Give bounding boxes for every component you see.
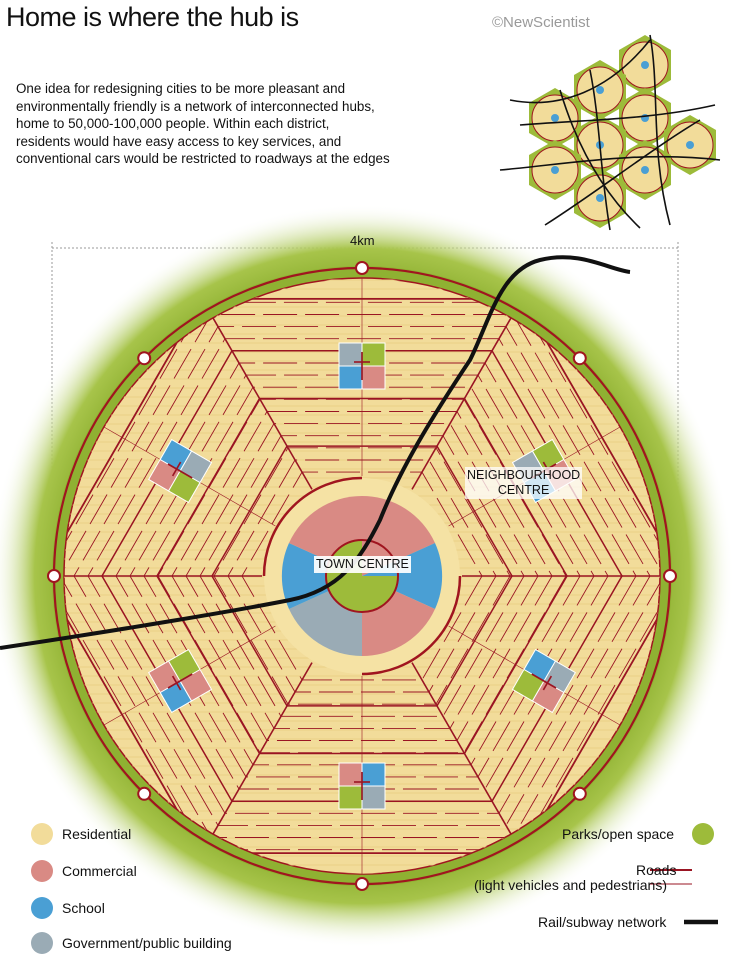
radial-road <box>211 662 313 837</box>
neighbourhood-centre <box>338 342 386 390</box>
town-centre <box>281 495 443 657</box>
gateway-node <box>137 786 152 801</box>
intro-line: environmentally friendly is a network of… <box>16 98 375 114</box>
neighbourhood-label-line: NEIGHBOURHOOD <box>467 468 581 482</box>
radial-road <box>411 315 513 490</box>
mini-hub-centre <box>641 166 649 174</box>
radial-road <box>211 315 313 490</box>
radial-road <box>411 662 513 837</box>
rail-line <box>0 255 631 650</box>
commercial-swatch <box>31 860 53 882</box>
gateway-node <box>47 569 61 583</box>
intro-text: One idea for redesigning cities to be mo… <box>16 80 446 168</box>
town-school-sector <box>362 543 443 609</box>
roads-legend-label: Roads <box>636 862 677 878</box>
mini-hub-centre <box>641 61 649 69</box>
parks-swatch <box>692 823 714 845</box>
intro-line: home to 50,000-100,000 people. Within ea… <box>16 116 330 132</box>
residential-swatch <box>31 823 53 845</box>
town-park-sector <box>362 576 398 612</box>
mini-hub-centre <box>551 166 559 174</box>
gateway-node <box>137 351 152 366</box>
mini-hub-centre <box>596 86 604 94</box>
scale-label: 4km <box>350 233 375 248</box>
town-centre-label: TOWN CENTRE <box>314 556 411 573</box>
neighbourhood-centre <box>147 648 213 714</box>
town-school-sector <box>281 543 362 609</box>
neighbourhood-block <box>361 785 386 810</box>
gateway-node <box>355 877 369 891</box>
rail-legend-label: Rail/subway network <box>538 914 667 930</box>
mini-network-map <box>499 34 721 231</box>
intro-line: residents would have easy access to key … <box>16 133 342 149</box>
gateway-node <box>572 351 587 366</box>
government-swatch <box>31 932 53 954</box>
intro-line: conventional cars would be restricted to… <box>16 151 390 167</box>
neighbourhood-centre <box>511 648 577 714</box>
neighbourhood-label-line: CENTRE <box>497 483 550 497</box>
mini-hub-centre <box>551 114 559 122</box>
parks-legend-label: Parks/open space <box>562 826 675 842</box>
school-swatch <box>31 897 53 919</box>
commercial-legend-label: Commercial <box>62 863 137 879</box>
neighbourhood-centre-label: NEIGHBOURHOOD CENTRE <box>465 467 583 499</box>
roads-legend-sublabel: (light vehicles and pedestrians) <box>474 877 667 893</box>
town-park-sector <box>326 576 362 612</box>
gateway-node <box>663 569 677 583</box>
neighbourhood-block <box>361 365 386 390</box>
neighbourhood-block <box>338 785 363 810</box>
mini-hub-centre <box>686 141 694 149</box>
neighbourhood-block <box>338 365 363 390</box>
school-legend-label: School <box>62 900 105 916</box>
mini-hub-centre <box>596 194 604 202</box>
intro-line: One idea for redesigning cities to be mo… <box>16 81 346 96</box>
page-title: Home is where the hub is <box>6 2 299 32</box>
government-legend-label: Government/public building <box>62 935 232 951</box>
gateway-node <box>355 261 369 275</box>
credit-logo: ©NewScientist <box>492 14 590 31</box>
gateway-node <box>572 786 587 801</box>
neighbourhood-centre <box>147 438 213 504</box>
residential-legend-label: Residential <box>62 826 132 842</box>
neighbourhood-centre <box>338 762 386 810</box>
